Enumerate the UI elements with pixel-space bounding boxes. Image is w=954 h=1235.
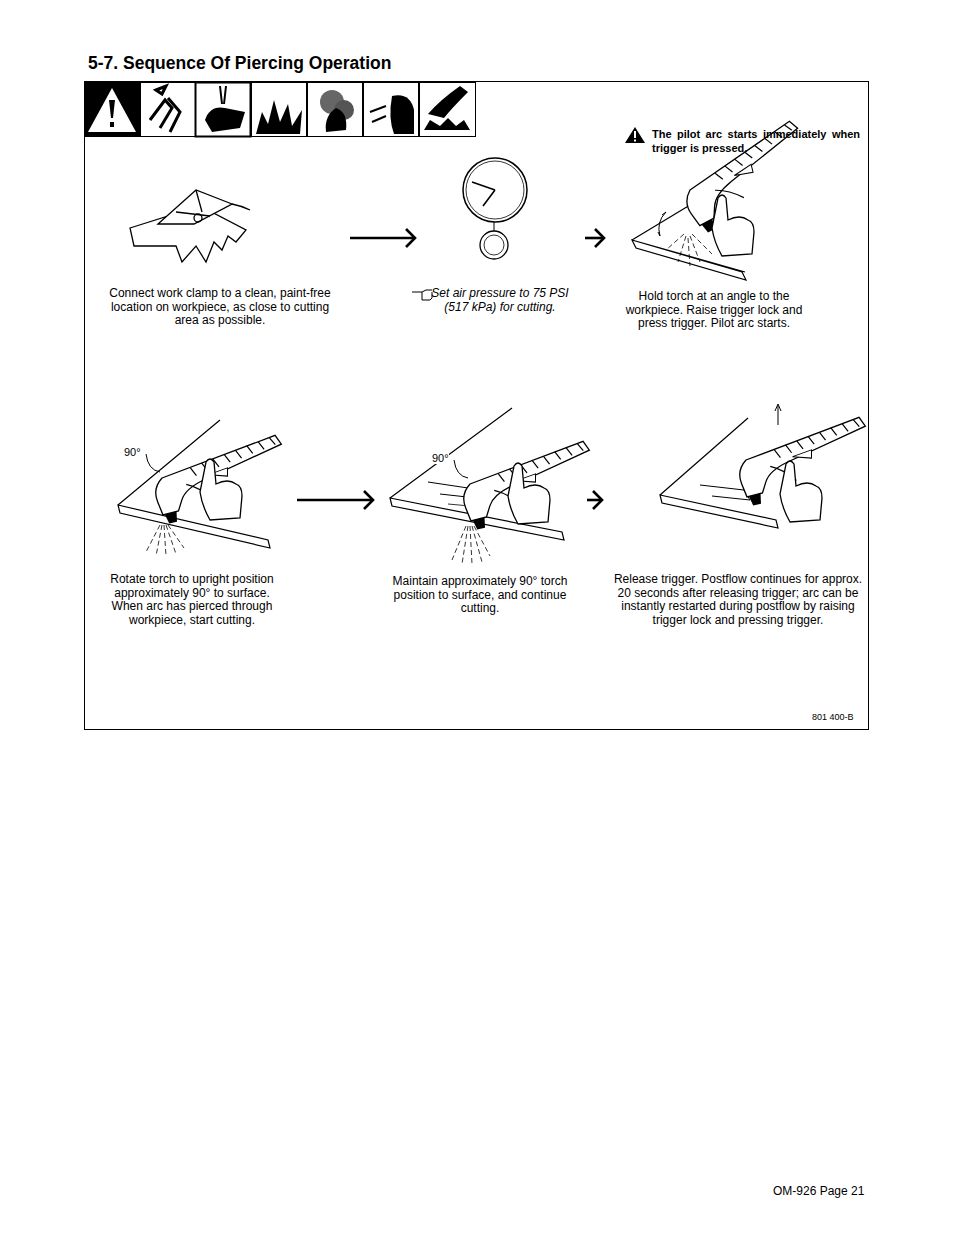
step-caption: Maintain approximately 90° torch positio… xyxy=(383,575,577,616)
release-illustration xyxy=(660,404,877,528)
step-arrow xyxy=(297,491,373,509)
step-panel: Hold torch at an angle to the workpiece.… xyxy=(614,150,814,331)
pressure-gauge xyxy=(463,158,527,259)
warning-symbol xyxy=(625,127,645,143)
step-caption: Release trigger. Postflow continues for … xyxy=(612,573,864,627)
page-title: 5-7. Sequence Of Piercing Operation xyxy=(88,53,391,74)
angle-label: 90° xyxy=(432,452,449,464)
step-panel: Set air pressure to 75 PSI (517 kPa) for… xyxy=(425,150,575,314)
safety-icons xyxy=(84,82,476,137)
page-number: OM-926 Page 21 xyxy=(773,1184,864,1198)
figure-number: 801 400-B xyxy=(812,712,854,722)
step-caption: Set air pressure to 75 PSI (517 kPa) for… xyxy=(425,287,575,314)
warning-note: The pilot arc starts immediately when tr… xyxy=(652,127,860,155)
step-caption: Hold torch at an angle to the workpiece.… xyxy=(614,290,814,331)
step-caption: Rotate torch to upright position approxi… xyxy=(97,573,287,627)
step-panel: Release trigger. Postflow continues for … xyxy=(612,405,864,627)
angle-label: 90° xyxy=(124,446,141,458)
step-arrow xyxy=(585,229,604,247)
cutting-torch-illustration xyxy=(390,408,601,564)
work-clamp-illustration xyxy=(130,190,250,262)
frame xyxy=(85,82,869,730)
step-panel: Connect work clamp to a clean, paint-fre… xyxy=(100,150,340,328)
step-panel: Maintain approximately 90° torch positio… xyxy=(383,405,577,616)
step-caption: Connect work clamp to a clean, paint-fre… xyxy=(100,287,340,328)
upright-torch-illustration xyxy=(118,420,293,556)
step-arrow xyxy=(350,229,415,247)
step-panel: Rotate torch to upright position approxi… xyxy=(97,405,287,627)
step-arrow xyxy=(587,491,602,509)
note-symbol xyxy=(412,290,432,300)
